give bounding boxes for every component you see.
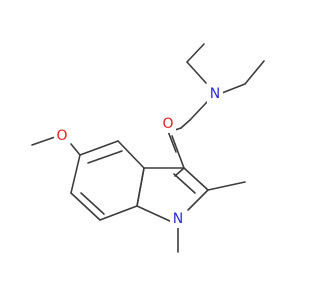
bond [136,167,145,207]
bond [136,205,173,223]
atom-label: N [173,211,183,227]
bond [80,192,105,215]
atom-indole-nitrogen: N [170,210,186,228]
bond [117,140,145,169]
bond [173,173,196,194]
bond [79,140,119,156]
bond [221,83,246,94]
bond [183,167,209,191]
bond [186,43,205,63]
bond [174,167,185,177]
bond [187,189,209,211]
atom-methoxy-oxygen: O [54,127,70,145]
bond [180,119,191,129]
structure-diagram: N O O N [31,43,265,253]
bond [70,154,81,194]
atom-label: N [210,86,220,102]
bond [70,192,101,221]
bond [244,60,265,85]
bond [186,61,207,84]
atom-carbonyl-oxygen: O [160,115,176,133]
atom-amine-nitrogen: N [207,85,223,103]
bond [87,150,123,164]
atom-label: O [56,128,67,144]
bond [207,181,246,191]
bond [171,135,185,169]
atom-label: O [162,116,173,132]
bond [31,136,56,146]
bond [99,205,138,221]
molecule-canvas: N O O N [31,43,265,253]
bond [189,101,208,121]
bond [70,143,81,156]
